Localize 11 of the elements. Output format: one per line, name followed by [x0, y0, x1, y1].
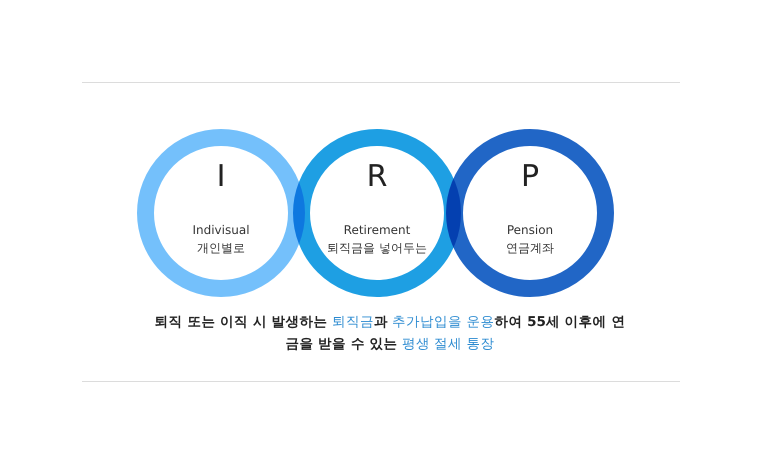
korean-label: 개인별로 [197, 240, 245, 256]
caption: 퇴직 또는 이직 시 발생하는 퇴직금과 추가납입을 운용하여 55세 이후에 연금을 받을 수 있는 평생 절세 통장 [154, 313, 626, 354]
initial-letter: P [520, 159, 540, 195]
ring-circle [446, 129, 614, 297]
korean-label: 퇴직금을 넣어두는 [327, 240, 427, 256]
english-label: Indivisual [192, 222, 250, 238]
english-label: Retirement [344, 222, 410, 238]
english-label: Pension [506, 222, 554, 238]
initial-letter: R [366, 159, 388, 195]
initial-letter: I [216, 159, 226, 195]
korean-label: 연금계좌 [506, 240, 554, 256]
